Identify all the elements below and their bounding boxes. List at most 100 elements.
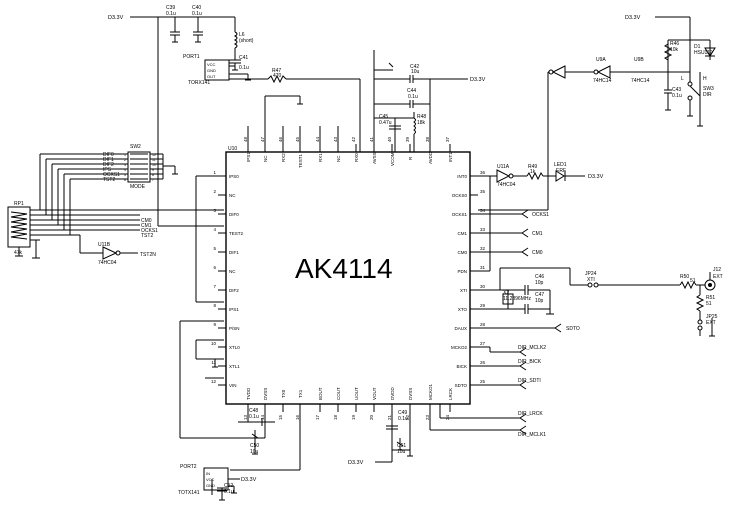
sw2-ref: SW2 <box>130 144 141 150</box>
pin-name: DVSS <box>263 388 268 400</box>
pin-name: AVSS <box>372 152 377 164</box>
dip-signal: OCKS1 <box>103 172 120 178</box>
pin-name: DIF0 <box>229 212 239 217</box>
port2-pin: VCC <box>206 477 215 482</box>
c47-value: 10p <box>535 298 544 304</box>
pin-name: CM0 <box>457 250 467 255</box>
c52-ref: C52 <box>224 483 233 489</box>
c49-ref: C49 <box>398 410 407 416</box>
pin-name: IPS1 <box>246 152 251 162</box>
pin-name: R <box>408 156 413 160</box>
supply-top-left: D3.3V <box>108 15 124 21</box>
jp24-name: XTI <box>587 277 595 283</box>
c39-ref: C39 <box>166 5 175 11</box>
pin-name: RX0 <box>354 153 359 162</box>
rp1-ref: RP1 <box>14 201 24 207</box>
supply-top-right: D3.3V <box>625 15 641 21</box>
pin-name: MCKO2 <box>451 345 468 350</box>
rp1-value: 47k <box>14 250 23 256</box>
pin-name: UOUT <box>354 387 359 400</box>
pin-name: TVDD <box>246 387 251 400</box>
chip-ref: U10 <box>228 146 237 152</box>
c46-value: 10p <box>535 280 544 286</box>
pin-number: 6 <box>213 265 216 270</box>
u9b-type: 74HC14 <box>631 78 650 84</box>
pin-name: OCKS1 <box>452 212 468 217</box>
led1-name: ERF <box>556 168 566 174</box>
pin-number: 43 <box>333 136 338 142</box>
port1-pin: VCC <box>207 62 216 67</box>
r49-value: 1k <box>530 169 536 175</box>
sw3-high: H <box>703 76 707 82</box>
pin-number: 25 <box>480 379 486 384</box>
dip-signal: DIF0 <box>103 152 114 158</box>
pin-name: RX2 <box>281 153 286 162</box>
d1-type: HSU119 <box>694 50 713 56</box>
pin-name: LRCK <box>448 388 453 400</box>
pin-number: 15 <box>278 414 283 420</box>
pin-name: COUT <box>336 387 341 400</box>
c51-value: 10u <box>397 449 406 455</box>
left-net: OCKS1 <box>141 228 158 234</box>
jp25-ref: JP25 <box>706 314 718 320</box>
pin-name: VCOM <box>390 152 395 166</box>
c44-ref: C44 <box>407 88 416 94</box>
left-net: TST2 <box>141 233 153 239</box>
pin-number: 39 <box>405 136 410 142</box>
c41-ref: C41 <box>239 55 248 61</box>
pin-number: 48 <box>243 136 248 142</box>
r51-value: 51 <box>706 301 712 307</box>
dip-pin: 10 <box>152 163 156 167</box>
pin-number: 18 <box>333 414 338 420</box>
net-mclk1: DIR_MCLK1 <box>518 432 546 438</box>
pin-number: 22 <box>405 414 410 420</box>
pin-name: XTL0 <box>229 345 240 350</box>
j12-name: EXT <box>713 274 723 280</box>
c52-value: 0.1u <box>224 489 234 495</box>
pin-number: 34 <box>480 208 486 213</box>
pin-name: CM1 <box>457 231 467 236</box>
pin-number: 11 <box>211 360 216 365</box>
pin-name: IPS0 <box>229 174 239 179</box>
pin-number: 19 <box>351 414 356 420</box>
c40-ref: C40 <box>192 5 201 11</box>
port1-type: TORX141 <box>188 80 210 86</box>
pin-name: DAUX <box>454 326 467 331</box>
pin-number: 3 <box>213 208 216 213</box>
port2-pin: IN <box>206 471 210 476</box>
c41-value: 0.1u <box>239 65 249 71</box>
pin-name: VIN <box>229 383 237 388</box>
pin-name: XTI <box>460 288 467 293</box>
pin-name: P/SN <box>229 326 240 331</box>
sw3-low: L <box>681 76 684 82</box>
pin-number: 13 <box>243 414 248 420</box>
jp25-name: EXT <box>706 320 716 326</box>
net-cm1: CM1 <box>532 231 543 237</box>
pin-name: XTL1 <box>229 364 240 369</box>
supply-port2: D3.3V <box>241 477 257 483</box>
pin-name: TEST2 <box>229 231 244 236</box>
pin-number: 17 <box>315 414 320 420</box>
net-lrck: DIR_LRCK <box>518 411 543 417</box>
pin-name: TX1 <box>298 389 303 398</box>
pin-number: 4 <box>213 227 216 232</box>
pin-number: 28 <box>480 322 486 327</box>
dip-pin: 9 <box>152 168 154 172</box>
pin-name: NC <box>229 269 236 274</box>
pin-number: 5 <box>213 246 216 251</box>
pin-number: 41 <box>369 136 374 142</box>
dip-pin: 12 <box>152 153 156 157</box>
net-sdti: DIR_SDTI <box>518 378 541 384</box>
pin-number: 38 <box>425 136 430 142</box>
u9b-ref: U9B <box>634 57 644 63</box>
pin-number: 7 <box>213 284 216 289</box>
r51-ref: R51 <box>706 295 715 301</box>
chip-name: AK4114 <box>295 253 393 284</box>
dip-pin: 2 <box>124 158 126 162</box>
pin-number: 23 <box>425 414 430 420</box>
port1-pin: GND <box>207 68 216 73</box>
pin-number: 46 <box>278 136 283 142</box>
pin-number: 32 <box>480 246 486 251</box>
port1-ref: PORT1 <box>183 54 200 60</box>
